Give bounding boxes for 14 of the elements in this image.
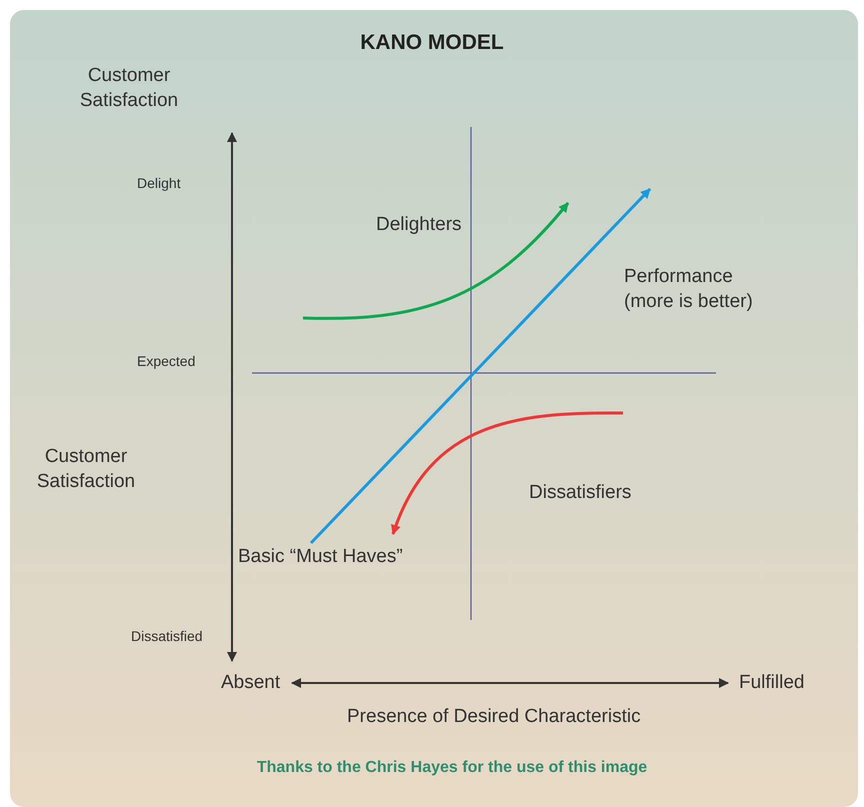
quadrant-label: Basic “Must Haves” [238, 545, 403, 569]
caption: Thanks to the Chris Hayes for the use of this image [256, 758, 648, 778]
quadrant-label: Performance (more is better) [624, 265, 754, 314]
axis-title: Customer Satisfaction [36, 445, 136, 494]
quadrant-label: Dissatisfiers [529, 481, 632, 505]
axis-tick-label: Delight [137, 174, 181, 192]
axis-tick-label: Expected [137, 352, 196, 370]
axis-end-label: Fulfilled [739, 671, 804, 695]
axis-tick-label: Dissatisfied [131, 627, 203, 646]
axis-title: Customer Satisfaction [78, 64, 180, 113]
axis-end-label: Absent [221, 671, 280, 695]
title: KANO MODEL [360, 30, 504, 56]
axis-title: Presence of Desired Characteristic [347, 705, 641, 729]
quadrant-label: Delighters [376, 213, 462, 237]
